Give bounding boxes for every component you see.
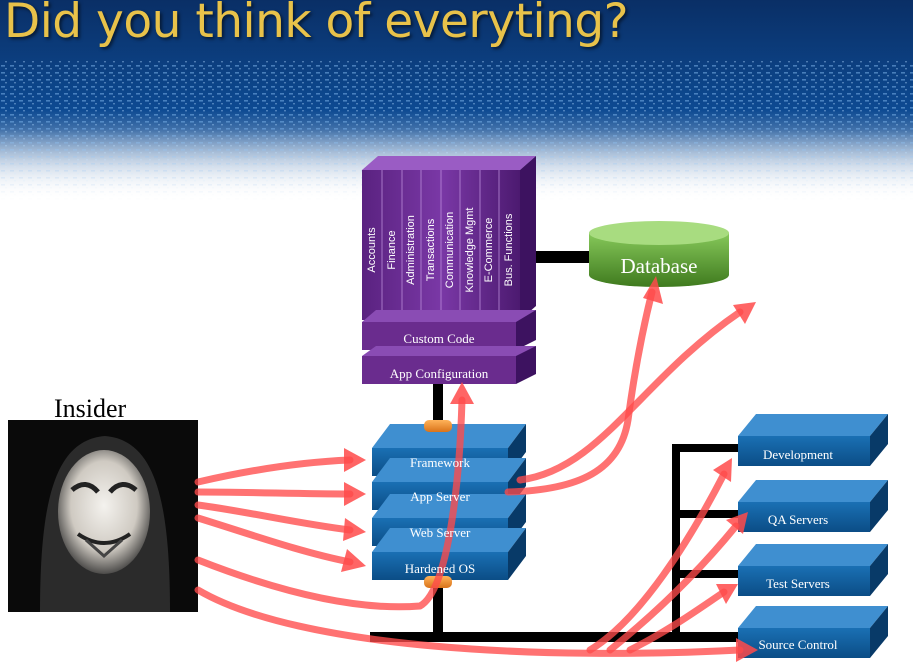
app-server-label: App Server [372,489,508,505]
module-knowledge-mgmt: Knowledge Mgmt [460,170,480,330]
module-finance: Finance [382,170,402,330]
test-servers-label: Test Servers [738,576,858,592]
development-server-label: Development [738,447,858,463]
insider-label: Insider [54,394,126,424]
hardened-os-label: Hardened OS [372,561,508,577]
custom-code-label: Custom Code [362,331,516,347]
app-configuration-label: App Configuration [362,366,516,382]
qa-servers-label: QA Servers [738,512,858,528]
module-administration: Administration [401,170,421,330]
database-label: Database [589,254,729,279]
source-control-label: Source Control [738,637,858,653]
module-bus-functions: Bus. Functions [499,170,519,330]
module-communication: Communication [440,170,460,330]
module-transactions: Transactions [421,170,441,330]
framework-label: Framework [372,455,508,471]
module-e-commerce: E-Commerce [479,170,499,330]
web-server-label: Web Server [372,525,508,541]
module-accounts: Accounts [362,170,382,330]
insider-mask-image [8,420,198,612]
